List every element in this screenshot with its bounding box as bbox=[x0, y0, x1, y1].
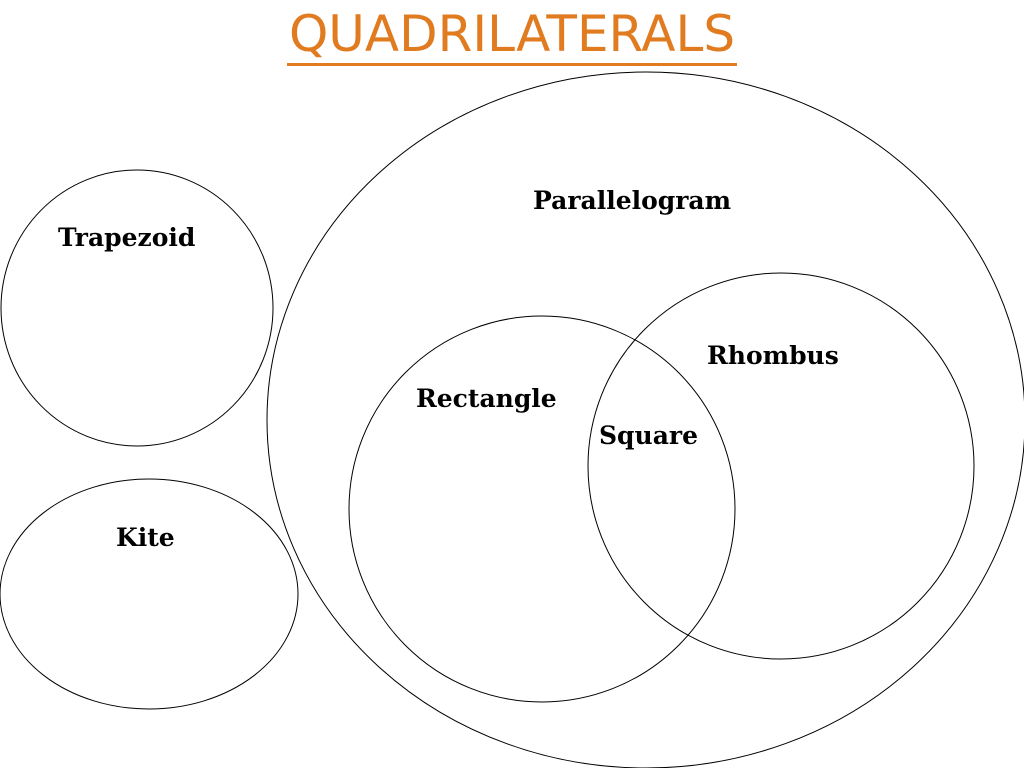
parallelogram-circle bbox=[266, 71, 1024, 768]
square-label: Square bbox=[599, 421, 698, 450]
rhombus-label: Rhombus bbox=[707, 341, 839, 370]
parallelogram-label: Parallelogram bbox=[533, 186, 731, 215]
rectangle-circle bbox=[348, 315, 736, 703]
rhombus-circle bbox=[587, 272, 975, 660]
page-title: QUADRILATERALS bbox=[0, 0, 1024, 68]
page-title-text: QUADRILATERALS bbox=[286, 5, 738, 66]
trapezoid-circle bbox=[0, 169, 274, 447]
rectangle-label: Rectangle bbox=[416, 384, 557, 413]
kite-label: Kite bbox=[116, 523, 175, 552]
kite-circle bbox=[0, 478, 299, 710]
trapezoid-label: Trapezoid bbox=[58, 223, 195, 252]
